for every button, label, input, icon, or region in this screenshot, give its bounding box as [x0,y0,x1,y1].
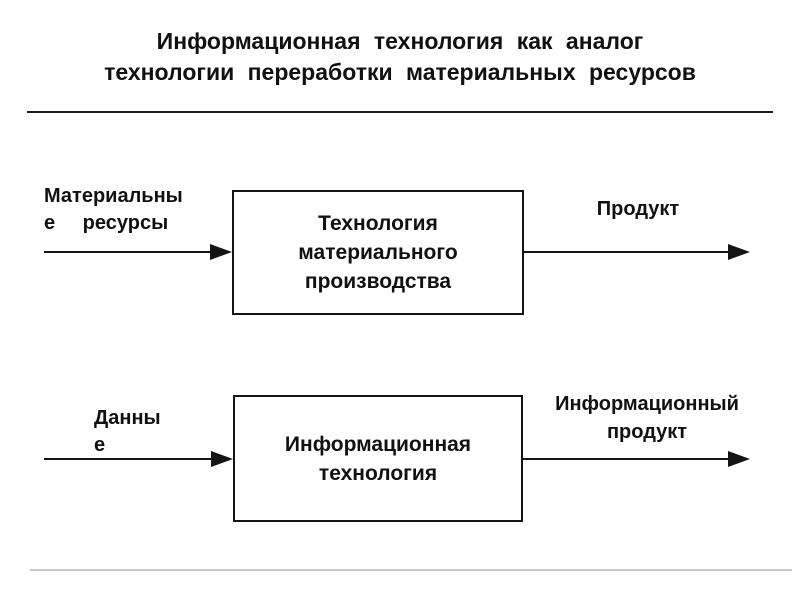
information-technology-box-line1: Информационная [284,432,472,456]
slide-title-line1: Информационная технология как аналог [156,28,644,54]
information-technology-box: Информационная технология [233,395,523,522]
material-input-arrow [44,244,232,260]
slide-title: Информационная технология как аналог тех… [0,26,800,88]
material-resources-label-line1: Материальны [44,185,183,207]
material-output-arrow [524,244,750,260]
information-input-arrow [44,451,233,467]
material-input-arrow-line [44,251,211,253]
material-resources-label-line2: е ресурсы [44,212,169,234]
material-resources-label: Материальны е ресурсы [44,183,224,237]
arrowhead-right-icon [211,451,233,467]
information-product-label-line1: Информационный [555,393,739,415]
material-technology-box-line3: производства [304,270,452,293]
data-label-line2: е [94,434,106,456]
material-output-arrow-line [524,251,729,253]
arrowhead-right-icon [728,244,750,260]
arrowhead-right-icon [210,244,232,260]
bottom-divider [30,569,792,571]
material-technology-box: Технология материального производства [232,190,524,315]
material-technology-box-line2: материального [298,241,458,264]
information-output-arrow [523,451,750,467]
data-label: Данны е [94,405,224,459]
data-label-line1: Данны [94,407,161,429]
information-product-label-line2: продукт [606,421,688,443]
information-product-label: Информационный продукт [534,390,760,446]
product-label: Продукт [596,198,680,220]
arrowhead-right-icon [728,451,750,467]
material-technology-box-line1: Технология [318,212,438,235]
top-divider [27,111,773,113]
slide-title-line2: технологии переработки материальных ресу… [104,59,696,85]
information-technology-box-line2: технология [318,461,438,485]
information-input-arrow-line [44,458,212,460]
information-output-arrow-line [523,458,729,460]
